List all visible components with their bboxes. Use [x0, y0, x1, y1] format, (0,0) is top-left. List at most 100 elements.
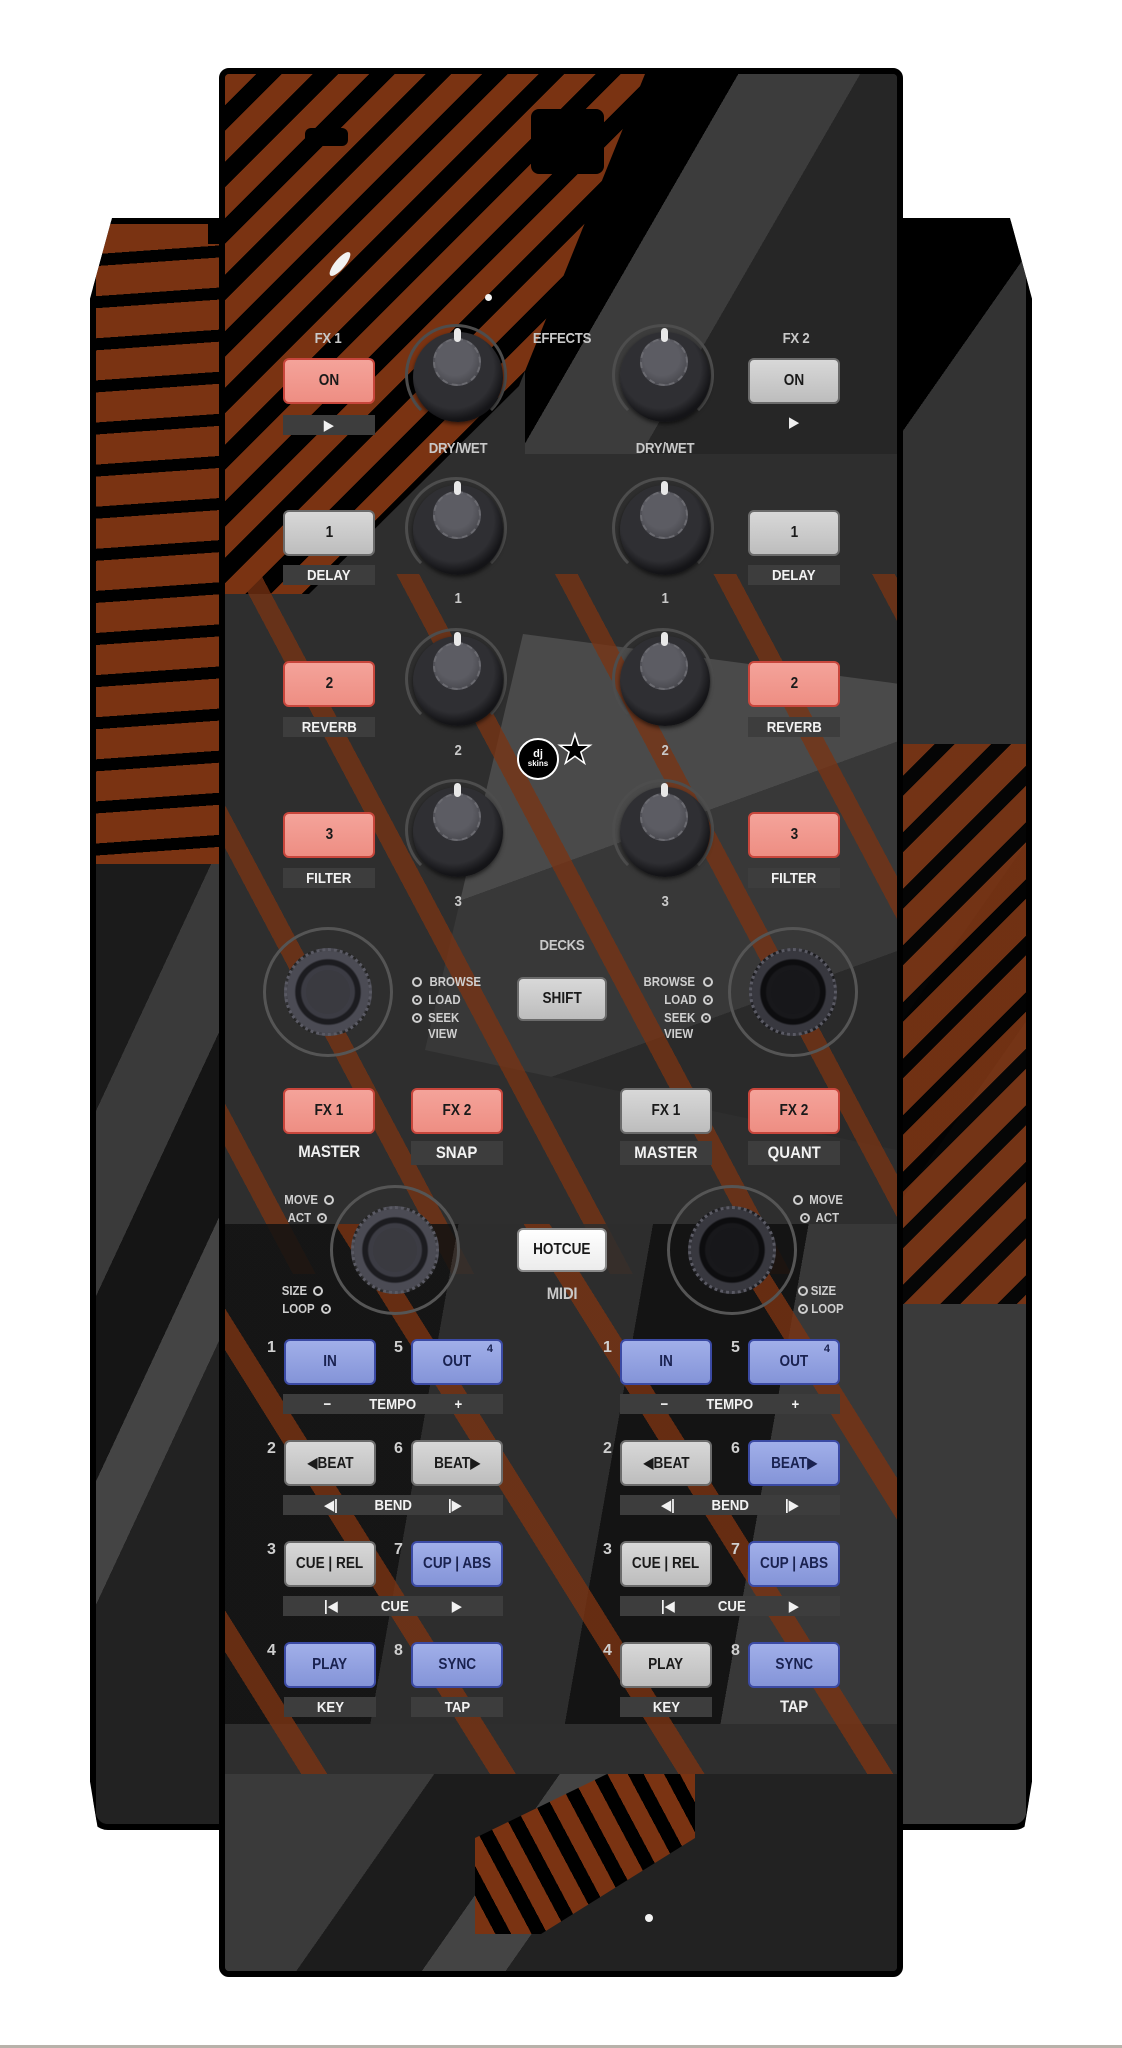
right-deck-fx2-button[interactable]: FX 2: [748, 1088, 840, 1134]
right-beat-forward-button[interactable]: BEAT▶: [748, 1440, 840, 1486]
right-option-browse: BROWSE: [640, 974, 713, 989]
right-browse-encoder[interactable]: [728, 927, 858, 1057]
bend-up-icon: |▶: [448, 1497, 463, 1514]
fx1-title: FX 1: [314, 330, 342, 347]
hotcue-button[interactable]: HOTCUE: [517, 1228, 607, 1272]
radio-empty-icon: [798, 1285, 808, 1296]
play-icon: ▶: [452, 1598, 463, 1615]
left-browse-encoder[interactable]: [263, 927, 393, 1057]
fx1-on-button[interactable]: ON: [283, 358, 375, 404]
radio-empty-icon: [793, 1194, 803, 1205]
bend-up-icon: |▶: [785, 1497, 800, 1514]
left-tempo-bar: −TEMPO+: [283, 1394, 503, 1414]
hotcue-number: 4: [603, 1642, 612, 1659]
fx2-slot1-label: DELAY: [748, 565, 840, 585]
left-deck-fx2-button[interactable]: FX 2: [411, 1088, 503, 1134]
fx2-dry-wet-knob[interactable]: [612, 324, 714, 426]
hotcue-number: 7: [731, 1541, 740, 1558]
hotcue-number: 3: [603, 1541, 612, 1558]
radio-dot-icon: [702, 994, 713, 1005]
left-loop-encoder[interactable]: [330, 1185, 460, 1315]
fx1-knob-1-label: 1: [454, 590, 462, 607]
left-beat-forward-button[interactable]: BEAT▶: [411, 1440, 503, 1486]
left-cue-rel-button[interactable]: CUE | REL: [284, 1541, 376, 1587]
shift-button[interactable]: SHIFT: [517, 977, 607, 1021]
fx2-slot2-button[interactable]: 2: [748, 661, 840, 707]
fx1-slot1-label: DELAY: [283, 565, 375, 585]
fx2-knob-3-label: 3: [661, 893, 669, 910]
left-sync-button[interactable]: SYNC: [411, 1642, 503, 1688]
left-loop-in-button[interactable]: IN: [284, 1339, 376, 1385]
radio-dot-icon: [798, 1303, 808, 1314]
fx1-knob-1[interactable]: [405, 477, 507, 579]
star-icon: ★: [556, 728, 593, 772]
fx2-slot1-button[interactable]: 1: [748, 510, 840, 556]
right-deck-fx1-button[interactable]: FX 1: [620, 1088, 712, 1134]
right-option-loop: LOOP: [798, 1301, 846, 1316]
play-arrow-icon: ▶: [789, 414, 799, 431]
effects-title: EFFECTS: [532, 330, 592, 347]
fx1-dry-wet-label: DRY/WET: [428, 440, 488, 457]
fx2-slot3-button[interactable]: 3: [748, 812, 840, 858]
right-option-act: ACT: [800, 1210, 841, 1225]
radio-empty-icon: [412, 976, 422, 987]
radio-dot-icon: [412, 994, 422, 1005]
left-cup-abs-button[interactable]: CUP | ABS: [411, 1541, 503, 1587]
left-deck-fx1-button[interactable]: FX 1: [283, 1088, 375, 1134]
right-cue-rel-button[interactable]: CUE | REL: [620, 1541, 712, 1587]
left-play-button[interactable]: PLAY: [284, 1642, 376, 1688]
left-option-act: ACT: [286, 1210, 327, 1225]
left-tap-label: TAP: [411, 1697, 503, 1717]
decks-title: DECKS: [539, 937, 585, 954]
fx2-knob-3[interactable]: [612, 779, 714, 881]
fx2-dry-wet-label: DRY/WET: [635, 440, 695, 457]
minus-icon: −: [323, 1395, 332, 1413]
fx1-slot2-button[interactable]: 2: [283, 661, 375, 707]
port-cutout: [531, 109, 604, 174]
right-cup-abs-button[interactable]: CUP | ABS: [748, 1541, 840, 1587]
right-side-wing: [892, 218, 1032, 1830]
fx1-arrow-bar: ▶: [283, 415, 375, 435]
right-deck-fx2-label: QUANT: [748, 1141, 840, 1165]
right-sync-button[interactable]: SYNC: [748, 1642, 840, 1688]
hotcue-number: 5: [731, 1339, 740, 1356]
radio-dot-icon: [701, 1012, 712, 1023]
fx1-slot3-button[interactable]: 3: [283, 812, 375, 858]
hotcue-number: 2: [603, 1440, 612, 1457]
fx1-slot2-label: REVERB: [283, 717, 375, 737]
right-loop-encoder[interactable]: [667, 1185, 797, 1315]
right-key-label: KEY: [620, 1697, 712, 1717]
fx1-knob-2[interactable]: [405, 628, 507, 730]
hotcue-number: 7: [394, 1541, 403, 1558]
fx2-knob-2-label: 2: [661, 742, 669, 759]
left-option-size: SIZE: [280, 1283, 323, 1298]
left-key-label: KEY: [284, 1697, 376, 1717]
right-tempo-bar: −TEMPO+: [620, 1394, 840, 1414]
hotcue-number: 6: [394, 1440, 403, 1457]
right-loop-in-button[interactable]: IN: [620, 1339, 712, 1385]
fx2-knob-1[interactable]: [612, 477, 714, 579]
radio-dot-icon: [320, 1303, 331, 1314]
fx1-knob-3[interactable]: [405, 779, 507, 881]
fx2-on-button[interactable]: ON: [748, 358, 840, 404]
fx2-title: FX 2: [782, 330, 810, 347]
image-bottom-border: [0, 2045, 1122, 2048]
right-play-button[interactable]: PLAY: [620, 1642, 712, 1688]
right-option-seek: SEEK: [662, 1010, 712, 1025]
right-deck-fx1-label: MASTER: [620, 1141, 712, 1165]
left-option-browse: BROWSE: [412, 974, 485, 989]
right-bend-bar: ◀|BEND|▶: [620, 1495, 840, 1515]
minus-icon: −: [660, 1395, 669, 1413]
left-beat-back-button[interactable]: ◀BEAT: [284, 1440, 376, 1486]
right-option-view: VIEW: [663, 1026, 694, 1041]
fx1-slot3-label: FILTER: [283, 868, 375, 888]
hotcue-number: 6: [731, 1440, 740, 1457]
fx2-knob-2[interactable]: [612, 628, 714, 730]
fx2-slot2-label: REVERB: [748, 717, 840, 737]
fx1-slot1-button[interactable]: 1: [283, 510, 375, 556]
right-beat-back-button[interactable]: ◀BEAT: [620, 1440, 712, 1486]
fx1-dry-wet-knob[interactable]: [405, 324, 507, 426]
left-option-move: MOVE: [282, 1192, 335, 1207]
